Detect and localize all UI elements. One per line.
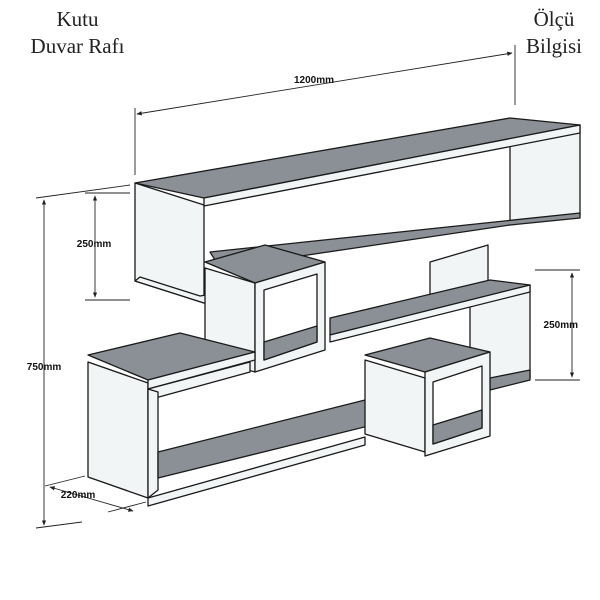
upper-cube-inner-bottom (263, 325, 318, 361)
top-box-top-front-edge (203, 124, 581, 207)
lower-box-front-post (147, 388, 159, 499)
product-title-line-1: Kutu (56, 7, 99, 31)
dimension-info-title: Ölçü Bilgisi (510, 6, 598, 60)
dimension-info-title-line-1: Ölçü (533, 7, 575, 31)
lower-cube-left-side (364, 359, 426, 453)
middle-box-top-edge (329, 284, 531, 343)
width-dimension-line (136, 51, 513, 116)
top-height-label: 250mm (77, 239, 112, 250)
lower-box-top-front-edge (147, 351, 256, 390)
dimension-info-title-line-2: Bilgisi (525, 34, 583, 58)
total-height-extension-bottom (35, 521, 83, 529)
depth-dimension-line (49, 486, 134, 512)
width-label: 1200mm (294, 75, 334, 86)
middle-long-box (329, 244, 531, 394)
small-lower-cube (364, 337, 491, 457)
top-long-box (134, 117, 581, 304)
depth-extension-left (44, 475, 86, 487)
product-title: Kutu Duvar Rafı (10, 6, 145, 60)
lower-box-bottom-edge (147, 436, 366, 507)
depth-extension-right (107, 501, 147, 513)
product-title-line-2: Duvar Rafı (30, 34, 125, 58)
lower-long-box (87, 332, 426, 507)
total-height-extension-top (35, 184, 131, 199)
top-box-left-side (134, 182, 205, 304)
right-height-label: 250mm (544, 320, 579, 331)
depth-label: 220mm (61, 490, 96, 501)
total-height-label: 750mm (27, 362, 62, 373)
lower-box-left-side (87, 361, 149, 499)
small-upper-cube (204, 244, 326, 373)
dimension-lines: 1200mm 250mm 750mm 250mm 220mm (27, 45, 580, 529)
shelf-illustration (87, 117, 581, 507)
lower-cube-inner-bottom (432, 409, 483, 445)
